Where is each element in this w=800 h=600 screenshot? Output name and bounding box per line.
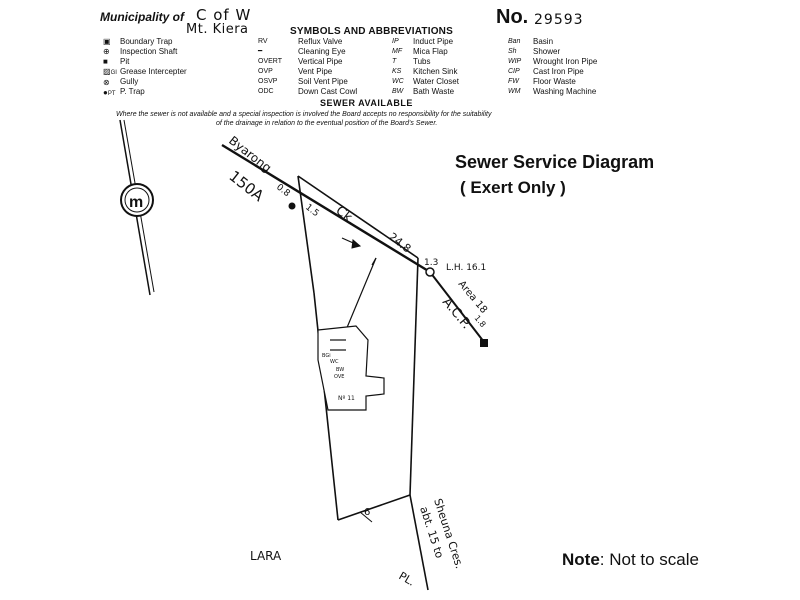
legend-code: CIP: [508, 68, 520, 75]
legend-label: Grease Intercepter: [120, 67, 187, 76]
legend-label: Tubs: [413, 57, 431, 66]
disclaimer-line-1: Where the sewer is not available and a s…: [116, 111, 492, 118]
house-number-label: Nº 11: [338, 395, 355, 402]
legend-code: FW: [508, 78, 519, 85]
gully-icon: ⊗: [103, 78, 110, 87]
legend-label: Bath Waste: [413, 87, 455, 96]
house-code-label: OVE: [334, 374, 344, 380]
legend-label: Cast Iron Pipe: [533, 67, 584, 76]
legend-col-4: Basin Shower Wrought Iron Pipe Cast Iron…: [533, 37, 597, 97]
disclaimer-line-2: of the drainage in relation to the event…: [216, 120, 438, 127]
legend-col-1: Boundary Trap Inspection Shaft Pit Greas…: [120, 37, 187, 97]
legend-label: Cleaning Eye: [298, 47, 346, 56]
lh-label: L.H. 16.1: [446, 263, 486, 273]
legend-code: ODC: [258, 88, 274, 95]
road-right-label: PL.: [397, 569, 418, 588]
house-code-label: WC: [330, 359, 339, 365]
legend-label: Washing Machine: [533, 87, 597, 96]
lot-boundary: [297, 175, 429, 591]
sewer-available-heading: SEWER AVAILABLE: [320, 98, 413, 108]
legend-label: Kitchen Sink: [413, 67, 458, 76]
legend-label: Pit: [120, 57, 130, 66]
note-label: Note: [562, 550, 600, 569]
grease-intercepter-icon: ▨GI: [103, 67, 117, 76]
road-left-label: LARA: [250, 549, 282, 563]
north-arrow-icon: m: [119, 119, 155, 296]
creek-label: Ck.: [333, 203, 359, 228]
legend-col-2-codes: RV ━ OVERT OVP OSVP ODC: [258, 37, 298, 97]
note-text: : Not to scale: [599, 550, 699, 569]
doc-number-value: 29593: [534, 12, 584, 28]
legend-label: Down Cast Cowl: [298, 87, 358, 96]
street-top-label: Byarong: [226, 133, 274, 175]
legend-code: WC: [392, 78, 404, 85]
legend-code: OVP: [258, 68, 273, 75]
legend-label: P. Trap: [120, 87, 145, 96]
cleaning-eye-icon: ━: [258, 48, 263, 55]
house-connection: [345, 257, 377, 331]
legend-code: WIP: [508, 58, 522, 65]
legend-label: Boundary Trap: [120, 37, 173, 46]
legend-col-3: Induct Pipe Mica Flap Tubs Kitchen Sink …: [413, 37, 459, 97]
dimension-tick: [359, 511, 373, 523]
p-trap-icon: ●PT: [103, 88, 116, 97]
legend-code: WM: [508, 88, 521, 95]
house-outline: [317, 325, 385, 411]
legend-col-4-codes: Ban Sh WIP CIP FW WM: [508, 37, 521, 97]
legend-label: Basin: [533, 37, 554, 46]
legend-label: Water Closet: [413, 77, 459, 86]
municipality-sub: Mt. Kiera: [186, 22, 249, 37]
legend-code: T: [392, 58, 397, 65]
house-code-label: BGi: [322, 353, 331, 359]
legend-label: Soil Vent Pipe: [298, 77, 348, 86]
sewer-main-line: [221, 143, 485, 343]
legend-code: Ban: [508, 38, 521, 45]
legend-code: OVERT: [258, 58, 282, 65]
legend-label: Reflux Valve: [298, 37, 343, 46]
municipality-value: C of W: [196, 6, 252, 24]
legend-title: SYMBOLS AND ABBREVIATIONS: [290, 26, 453, 37]
legend-label: Wrought Iron Pipe: [533, 57, 598, 66]
diagram-subtitle: ( Exert Only ): [460, 178, 566, 197]
legend-label: Mica Flap: [413, 47, 448, 56]
dim-end-label: 1.8: [472, 314, 487, 330]
legend-code: IP: [392, 38, 399, 45]
legend-label: Floor Waste: [533, 77, 576, 86]
pit-icon: [480, 339, 488, 347]
legend-label: Vent Pipe: [298, 67, 333, 76]
legend-code: Sh: [508, 48, 517, 55]
diagram-title: Sewer Service Diagram: [455, 152, 655, 172]
house-code-label: BW: [336, 367, 344, 373]
dim-bottom-label: 6: [364, 507, 370, 518]
pit-icon: ■: [103, 57, 108, 66]
legend-code: KS: [392, 68, 402, 75]
legend-code: OSVP: [258, 78, 278, 85]
legend-label: Vertical Pipe: [298, 57, 343, 66]
legend-col-3-codes: IP MF T KS WC BW: [392, 37, 404, 97]
disclaimer: Where the sewer is not available and a s…: [116, 110, 491, 128]
inspection-shaft-icon: ⊕: [103, 47, 110, 56]
legend-label: Induct Pipe: [413, 37, 454, 46]
lot-number-label: 150A: [226, 167, 268, 206]
doc-number-label: No.: [496, 6, 529, 28]
municipality-label: Municipality of: [100, 10, 184, 24]
legend-label: Shower: [533, 47, 561, 56]
legend-code: RV: [258, 38, 268, 45]
junction-marker: [288, 202, 296, 210]
boundary-trap-icon: ▣: [103, 37, 111, 46]
svg-text:m: m: [129, 194, 143, 211]
legend-label: Inspection Shaft: [120, 47, 178, 56]
legend-col-2: Reflux Valve Cleaning Eye Vertical Pipe …: [298, 37, 357, 97]
legend-label: Gully: [120, 77, 139, 86]
inspection-shaft-icon: [425, 267, 435, 277]
dim-right-label: 1.3: [424, 258, 438, 268]
note: Note: Not to scale: [562, 550, 699, 570]
legend-col-1-symbols: ▣ ⊕ ■ ▨GI ⊗ ●PT: [103, 37, 117, 99]
legend-code: MF: [392, 48, 403, 55]
legend-code: BW: [392, 88, 404, 95]
